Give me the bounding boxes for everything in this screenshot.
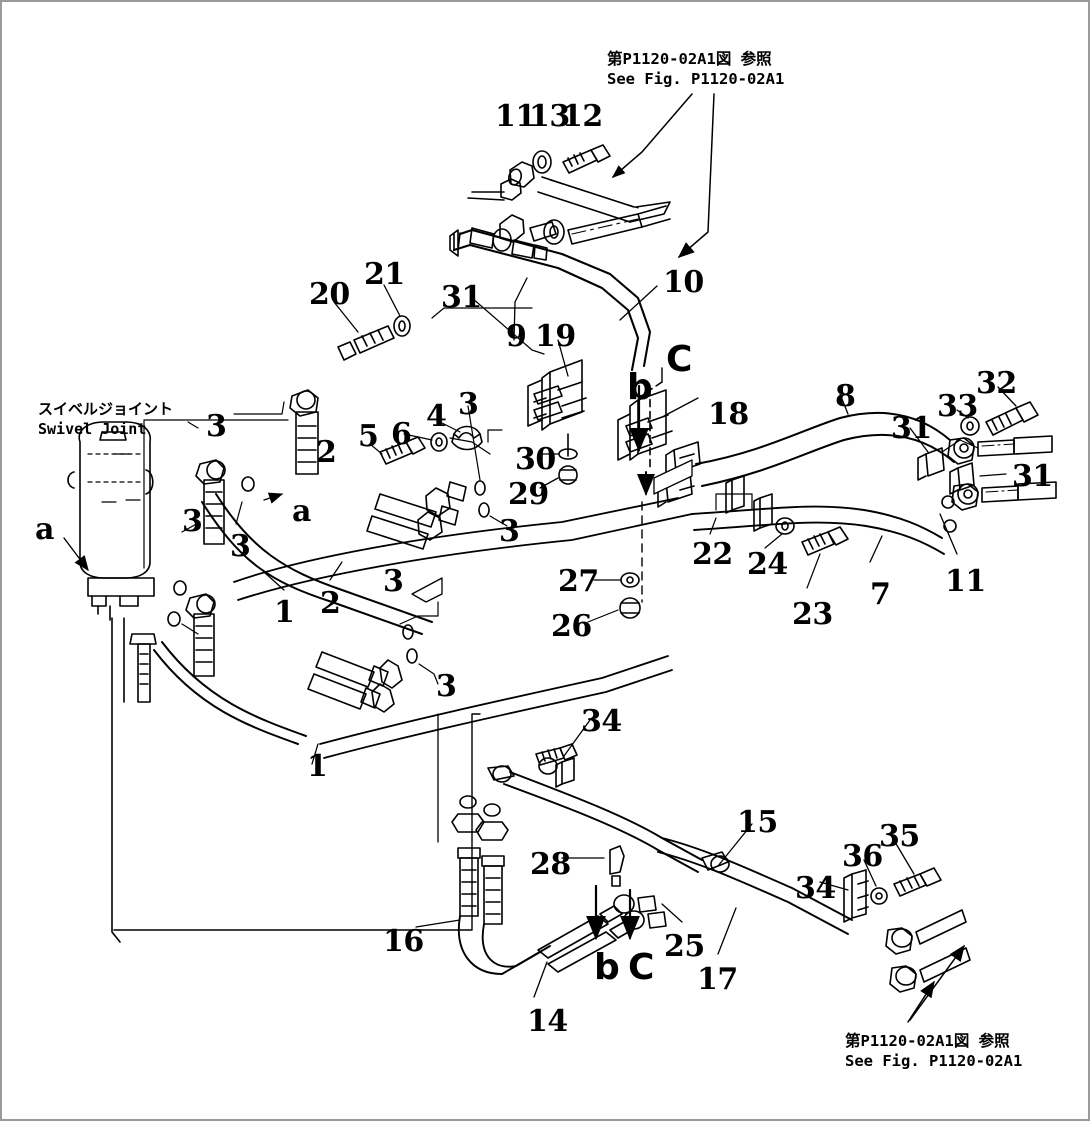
reference-note-top-jp: 第P1120-02A1図 参照 <box>607 50 772 68</box>
callout-22: 22 <box>692 537 733 572</box>
reference-note-bottom-jp: 第P1120-02A1図 参照 <box>845 1032 1010 1050</box>
callout-1: 1 <box>307 749 328 784</box>
callout-3: 3 <box>230 529 251 564</box>
callout-6: 6 <box>391 417 412 452</box>
callout-9: 9 <box>506 319 527 354</box>
callout-34: 34 <box>795 871 836 906</box>
callout-11: 11 <box>945 564 986 599</box>
callout-30: 30 <box>515 442 556 477</box>
callout-8: 8 <box>835 379 856 414</box>
callout-29: 29 <box>508 477 549 512</box>
callout-3: 3 <box>458 387 479 422</box>
reference-note-bottom: 第P1120-02A1図 参照 See Fig. P1120-02A1 <box>845 1032 1022 1072</box>
callout-19: 19 <box>535 319 576 354</box>
swivel-joint-label-jp: スイベルジョイント <box>38 400 174 418</box>
callout-33: 33 <box>937 389 978 424</box>
callout-36: 36 <box>842 839 883 874</box>
callout-a: a <box>35 512 54 547</box>
callout-14: 14 <box>527 1004 568 1039</box>
reference-note-top: 第P1120-02A1図 参照 See Fig. P1120-02A1 <box>607 50 784 90</box>
callout-17: 17 <box>697 962 738 997</box>
section-marker-b: b <box>594 947 620 988</box>
callout-31: 31 <box>891 411 932 446</box>
callout-27: 27 <box>558 564 599 599</box>
callout-5: 5 <box>358 419 379 454</box>
callout-16: 16 <box>383 924 424 959</box>
callout-a: a <box>292 494 311 529</box>
callout-2: 2 <box>320 586 341 621</box>
callout-4: 4 <box>426 399 447 434</box>
callout-3: 3 <box>182 504 203 539</box>
callout-10: 10 <box>663 265 704 300</box>
callout-35: 35 <box>879 819 920 854</box>
callout-3: 3 <box>206 409 227 444</box>
callout-32: 32 <box>976 366 1017 401</box>
callout-12: 12 <box>562 99 603 134</box>
reference-note-top-en: See Fig. P1120-02A1 <box>607 69 785 88</box>
callout-26: 26 <box>551 609 592 644</box>
callout-31: 31 <box>441 280 482 315</box>
callout-21: 21 <box>364 257 405 292</box>
swivel-joint-label: スイベルジョイント Swivel Joint <box>38 400 173 439</box>
callout-31: 31 <box>1012 459 1053 494</box>
callout-3: 3 <box>499 514 520 549</box>
callout-24: 24 <box>747 547 788 582</box>
callout-13: 13 <box>529 99 570 134</box>
section-marker-c: C <box>628 947 655 988</box>
callout-15: 15 <box>737 805 778 840</box>
callout-3: 3 <box>436 669 457 704</box>
callout-28: 28 <box>530 847 571 882</box>
callout-2: 2 <box>316 435 337 470</box>
callout-18: 18 <box>708 397 749 432</box>
callout-20: 20 <box>309 277 350 312</box>
callout-11: 11 <box>495 99 536 134</box>
callout-1: 1 <box>274 595 295 630</box>
callout-7: 7 <box>870 577 891 612</box>
section-marker-b: b <box>627 367 653 408</box>
section-marker-c: C <box>666 339 693 380</box>
swivel-joint-label-en: Swivel Joint <box>38 419 147 438</box>
callout-3: 3 <box>383 564 404 599</box>
callout-34: 34 <box>581 704 622 739</box>
callout-25: 25 <box>664 929 705 964</box>
reference-note-bottom-en: See Fig. P1120-02A1 <box>845 1051 1023 1070</box>
callout-23: 23 <box>792 597 833 632</box>
